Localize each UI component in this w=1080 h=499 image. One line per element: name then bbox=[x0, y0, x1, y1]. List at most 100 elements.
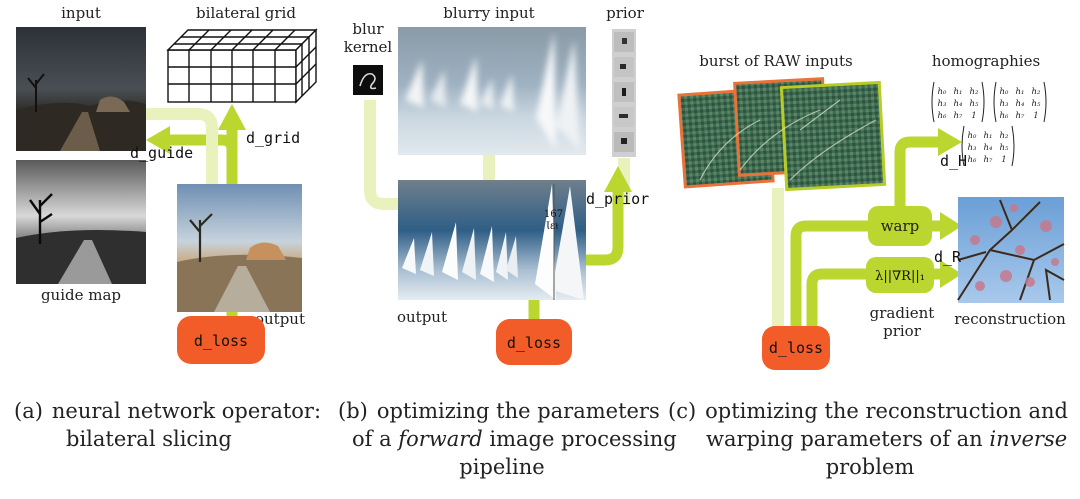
d-loss-box-c bbox=[762, 326, 830, 370]
matrix-entry: 1 bbox=[1033, 111, 1038, 121]
matrix-entry: h₁ bbox=[954, 87, 963, 97]
caption-a-line2: bilateral slicing bbox=[66, 427, 232, 451]
d-loss-label-c: d_loss bbox=[769, 339, 823, 357]
caption-c-em: inverse bbox=[989, 427, 1067, 451]
kernel-label: kernel bbox=[344, 38, 393, 56]
input-image bbox=[16, 27, 146, 151]
caption-c-line2: warping parameters of an inverse bbox=[706, 427, 1067, 451]
caption-b-line2: of a forward image processing bbox=[352, 427, 677, 451]
warp-label: warp bbox=[881, 217, 920, 235]
output-image bbox=[177, 184, 302, 312]
d-prior-arrow bbox=[585, 190, 624, 266]
caption-a-line1: (a) neural network operator: bbox=[14, 399, 321, 423]
d-prior-arrow-head bbox=[604, 166, 632, 192]
caption-c-pre: warping parameters of an bbox=[706, 427, 989, 451]
caption-a-tag: (a) bbox=[14, 399, 43, 423]
raw-burst-images bbox=[677, 77, 887, 192]
matrix-entry: h₇ bbox=[954, 111, 963, 121]
caption-b-line1: (b) optimizing the parameters bbox=[338, 399, 660, 423]
matrix-entry: 1 bbox=[1001, 155, 1006, 165]
d-loss-label-b: d_loss bbox=[507, 334, 561, 352]
matrix-entry: h₃ bbox=[968, 143, 977, 153]
regularizer-label: λ||∇R||₁ bbox=[875, 269, 925, 284]
caption-b-em: forward bbox=[396, 427, 482, 451]
d-loss-box-a bbox=[177, 316, 265, 364]
prior-label-c: prior bbox=[883, 322, 922, 340]
caption-a-text1: neural network operator: bbox=[52, 399, 321, 423]
guide-map-image bbox=[16, 160, 146, 284]
reconstruction-label: reconstruction bbox=[954, 310, 1066, 328]
caption-b-pre: of a bbox=[352, 427, 398, 451]
matrix-entry: h₆ bbox=[938, 111, 947, 121]
input-label: input bbox=[61, 4, 101, 22]
d-h-arrow bbox=[894, 136, 940, 206]
bilateral-grid-label: bilateral grid bbox=[196, 4, 296, 22]
d-prior-label: d_prior bbox=[586, 190, 649, 208]
output-label-b: output bbox=[397, 308, 447, 326]
blurry-input-label: blurry input bbox=[443, 4, 534, 22]
prior-label: prior bbox=[606, 4, 645, 22]
homography-matrix: h₀ h₁ h₂ h₃ h₄ h₅ h₆ h₇ 1 bbox=[931, 81, 985, 123]
matrix-entry: h₅ bbox=[1000, 143, 1009, 153]
homographies-label: homographies bbox=[932, 52, 1040, 70]
caption-b-post: image processing bbox=[483, 427, 677, 451]
matrix-entry: h₁ bbox=[1016, 87, 1025, 97]
gradient-flow bbox=[806, 268, 870, 330]
blur-kernel-image bbox=[353, 65, 383, 95]
matrix-entry: h₃ bbox=[1000, 99, 1009, 109]
d-grid-arrow-head bbox=[218, 104, 246, 130]
panel-b: 167 Ɩεɩ blurry input prior blur kernel o… bbox=[344, 4, 649, 365]
caption-b-line3: pipeline bbox=[459, 455, 544, 479]
guide-map-label: guide map bbox=[41, 286, 121, 304]
matrix-entry: h₀ bbox=[968, 131, 977, 141]
panel-a: input bilateral grid guide map output d_… bbox=[16, 4, 318, 364]
matrix-entry: h₄ bbox=[1016, 99, 1025, 109]
d-loss-label-a: d_loss bbox=[194, 332, 248, 350]
matrix-entry: h₀ bbox=[938, 87, 947, 97]
reconstruction-image bbox=[957, 197, 1065, 303]
matrix-entry: h₄ bbox=[954, 99, 963, 109]
matrix-entry: h₅ bbox=[970, 99, 979, 109]
caption-c-text1: optimizing the reconstruction and bbox=[705, 399, 1068, 423]
warp-arrow-head bbox=[940, 212, 962, 240]
burst-label: burst of RAW inputs bbox=[699, 52, 852, 70]
sail-number-2: Ɩεɩ bbox=[546, 221, 559, 232]
matrix-bracket bbox=[961, 125, 1015, 167]
kernel-connector bbox=[364, 100, 398, 210]
matrix-entry: h₀ bbox=[1000, 87, 1009, 97]
output-label-a: output bbox=[255, 310, 305, 328]
matrix-entry: h₂ bbox=[970, 87, 979, 97]
matrix-bracket bbox=[993, 81, 1047, 123]
blurry-input-image bbox=[398, 27, 586, 155]
matrix-entry: 1 bbox=[971, 111, 976, 121]
matrix-entry: h₅ bbox=[1032, 99, 1041, 109]
d-h-label: d_H bbox=[940, 152, 967, 170]
sail-number-1: 167 bbox=[544, 209, 563, 220]
caption-b-tag: (b) bbox=[338, 399, 368, 423]
d-r-label: d_R bbox=[934, 248, 962, 266]
caption-c-line1: (c) optimizing the reconstruction and bbox=[668, 399, 1068, 423]
matrix-entry: h₂ bbox=[1032, 87, 1041, 97]
d-guide-label: d_guide bbox=[130, 144, 193, 162]
d-h-arrow-head bbox=[938, 128, 962, 156]
sharp-output-image: 167 Ɩεɩ bbox=[398, 180, 586, 300]
matrix-bracket bbox=[931, 81, 985, 123]
prior-arrow-head bbox=[940, 260, 962, 288]
caption-b-text1: optimizing the parameters bbox=[377, 399, 660, 423]
guide-pale-connector bbox=[146, 108, 218, 192]
d-loss-box-b bbox=[496, 319, 572, 365]
matrix-entry: h₃ bbox=[938, 99, 947, 109]
caption-c-line3: problem bbox=[826, 455, 915, 479]
d-guide-arrow-head bbox=[146, 126, 170, 154]
gradient-prior-box bbox=[866, 257, 934, 293]
bilateral-grid-figure bbox=[166, 28, 318, 104]
matrix-entry: h₂ bbox=[1000, 131, 1009, 141]
matrix-entry: h₇ bbox=[1016, 111, 1025, 121]
blur-label: blur bbox=[352, 20, 384, 38]
matrix-entry: h₆ bbox=[968, 155, 977, 165]
caption-c-tag: (c) bbox=[668, 399, 696, 423]
